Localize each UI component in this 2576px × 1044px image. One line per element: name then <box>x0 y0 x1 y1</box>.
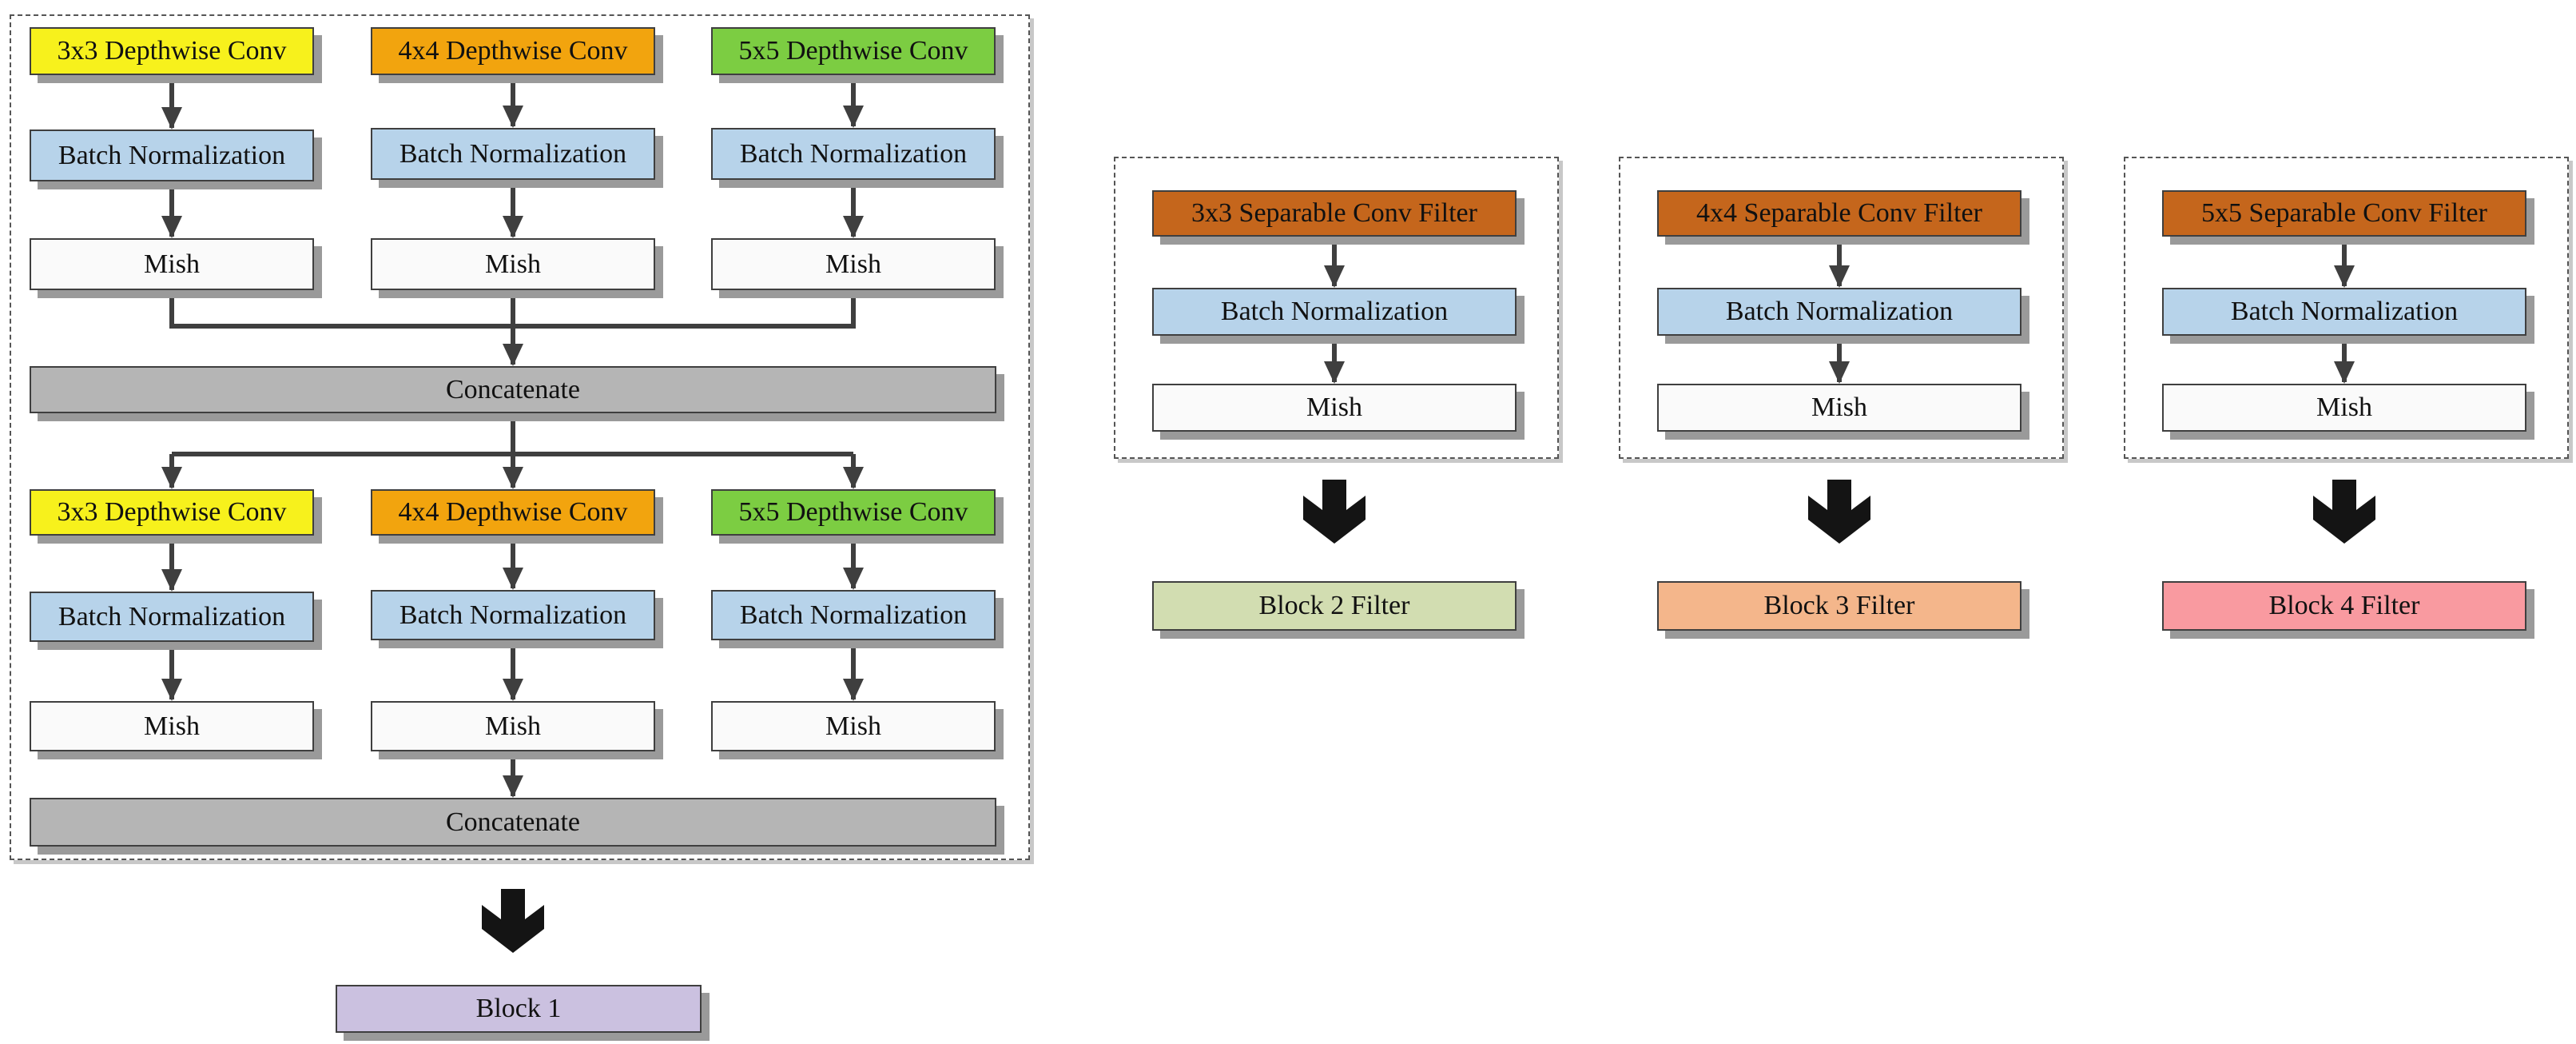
block4-filter-output: Block 4 Filter <box>2162 581 2526 631</box>
concatenate: Concatenate <box>30 366 996 413</box>
big-down-arrow <box>482 889 544 953</box>
mish-activation: Mish <box>30 238 314 290</box>
batch-norm: Batch Normalization <box>1152 288 1517 336</box>
depthwise-conv-4x4: 4x4 Depthwise Conv <box>371 27 655 75</box>
mish-activation: Mish <box>711 701 996 751</box>
batch-norm: Batch Normalization <box>30 592 314 642</box>
mish-activation: Mish <box>371 238 655 290</box>
concatenate: Concatenate <box>30 798 996 847</box>
separable-conv-filter-4x4: 4x4 Separable Conv Filter <box>1657 190 2021 237</box>
mish-activation: Mish <box>1152 384 1517 432</box>
block3-container <box>1619 157 2064 459</box>
block4-container <box>2124 157 2569 459</box>
batch-norm: Batch Normalization <box>2162 288 2526 336</box>
block1-output: Block 1 <box>336 985 702 1033</box>
batch-norm: Batch Normalization <box>711 128 996 180</box>
big-down-arrow <box>1808 480 1870 544</box>
mish-activation: Mish <box>2162 384 2526 432</box>
depthwise-conv-3x3: 3x3 Depthwise Conv <box>30 489 314 536</box>
separable-conv-filter-5x5: 5x5 Separable Conv Filter <box>2162 190 2526 237</box>
separable-conv-filter-3x3: 3x3 Separable Conv Filter <box>1152 190 1517 237</box>
block1-container <box>10 14 1030 860</box>
batch-norm: Batch Normalization <box>711 590 996 640</box>
block2-container <box>1114 157 1559 459</box>
block3-filter-output: Block 3 Filter <box>1657 581 2021 631</box>
mish-activation: Mish <box>711 238 996 290</box>
batch-norm: Batch Normalization <box>30 130 314 181</box>
depthwise-conv-5x5: 5x5 Depthwise Conv <box>711 27 996 75</box>
depthwise-conv-4x4: 4x4 Depthwise Conv <box>371 489 655 536</box>
batch-norm: Batch Normalization <box>371 590 655 640</box>
batch-norm: Batch Normalization <box>1657 288 2021 336</box>
mish-activation: Mish <box>371 701 655 751</box>
depthwise-conv-5x5: 5x5 Depthwise Conv <box>711 489 996 536</box>
block2-filter-output: Block 2 Filter <box>1152 581 1517 631</box>
big-down-arrow <box>2313 480 2375 544</box>
batch-norm: Batch Normalization <box>371 128 655 180</box>
mish-activation: Mish <box>1657 384 2021 432</box>
depthwise-conv-3x3: 3x3 Depthwise Conv <box>30 27 314 75</box>
big-down-arrow <box>1303 480 1366 544</box>
mish-activation: Mish <box>30 701 314 751</box>
